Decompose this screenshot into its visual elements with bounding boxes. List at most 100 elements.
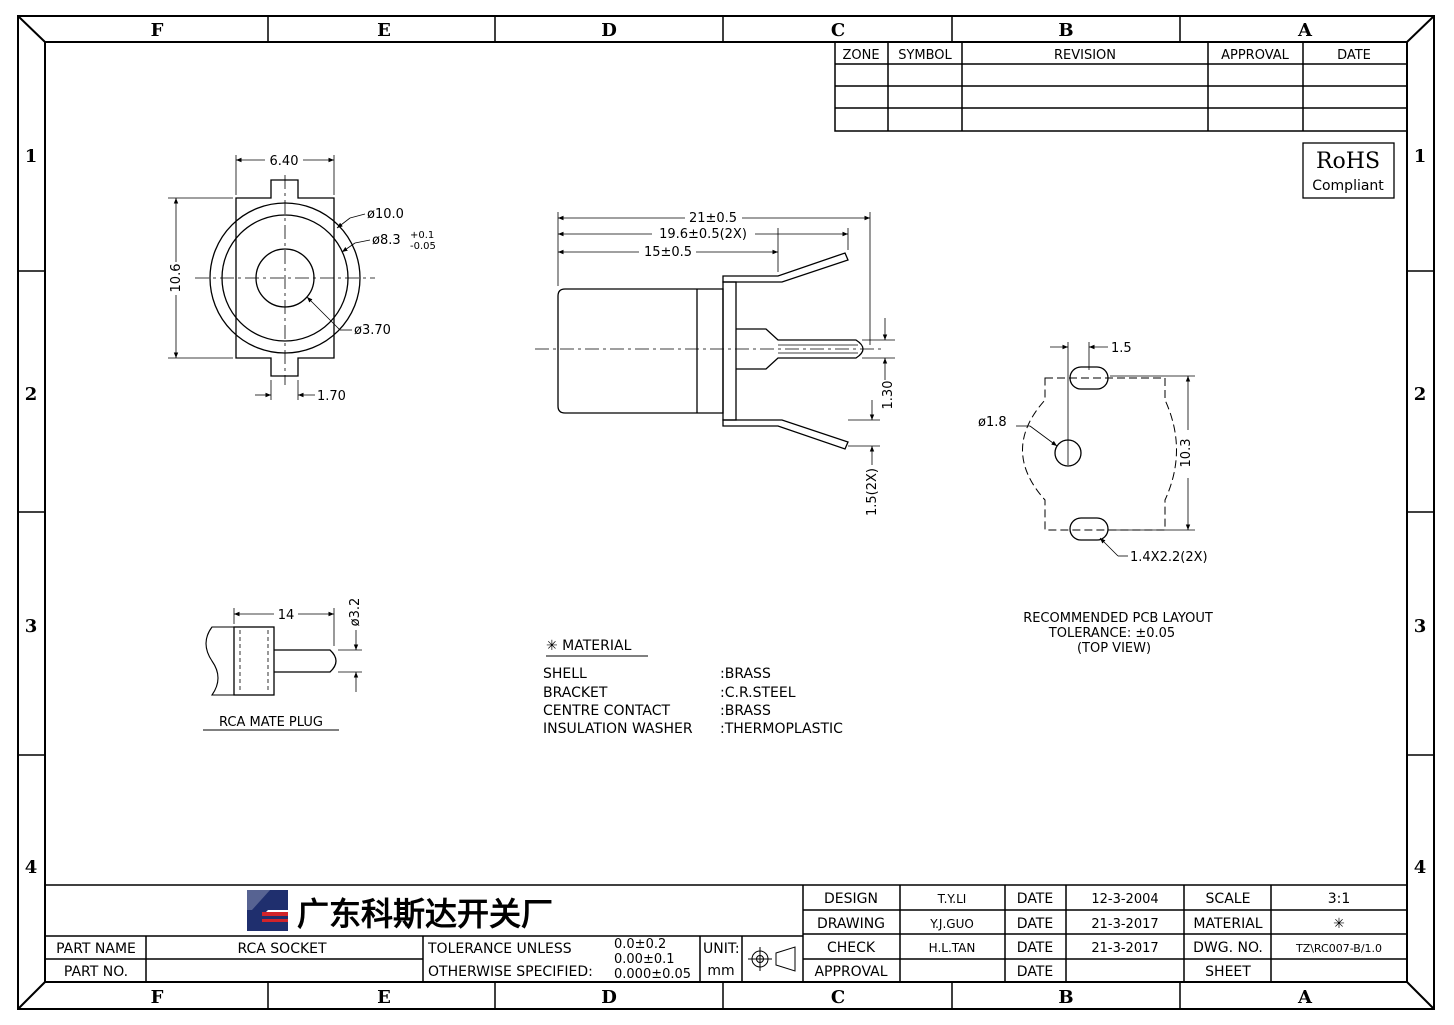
info-key: SHEET	[1205, 964, 1251, 980]
rev-header: DATE	[1337, 48, 1371, 63]
col-label-bottom: D	[601, 987, 617, 1008]
projection-symbol-icon	[748, 946, 796, 972]
info-key: MATERIAL	[1193, 916, 1262, 932]
pcb-layout	[1016, 342, 1195, 557]
row-label-right: 2	[1414, 384, 1427, 405]
part-no-label: PART NO.	[64, 964, 128, 980]
col-label-top: D	[601, 20, 617, 41]
tolerance-value: 0.00±0.1	[614, 952, 675, 967]
dim-pad-spacing: 1.5	[1111, 341, 1132, 356]
dim-slot: 1.4X2.2(2X)	[1130, 550, 1208, 565]
material-title: ✳ MATERIAL	[546, 638, 632, 654]
company-logo-icon	[247, 890, 288, 931]
date-value: 12-3-2004	[1091, 892, 1158, 907]
material-part: CENTRE CONTACT	[543, 703, 671, 719]
dim-pin-width: 1.70	[317, 389, 346, 404]
info-key: SCALE	[1206, 891, 1251, 907]
part-name: RCA SOCKET	[237, 941, 327, 957]
side-view-dims: 21±0.5 19.6±0.5(2X) 15±0.5 1.30 1.5(2X)	[644, 211, 896, 516]
row-label-right: 1	[1414, 146, 1427, 167]
role-name: Y.J.GUO	[929, 917, 974, 931]
dim-height: 10.6	[169, 264, 184, 293]
unit-label: UNIT:	[703, 941, 740, 957]
date-label: DATE	[1017, 940, 1053, 956]
role-label: DRAWING	[817, 916, 885, 932]
side-view	[535, 212, 895, 465]
pcb-caption-3: (TOP VIEW)	[1077, 641, 1151, 656]
date-label: DATE	[1017, 916, 1053, 932]
revision-table: ZONE SYMBOL REVISION APPROVAL DATE	[834, 41, 1408, 132]
col-label-bottom: F	[151, 987, 164, 1008]
date-label: DATE	[1017, 891, 1053, 907]
role-label: DESIGN	[824, 891, 878, 907]
title-block: 广东科斯达开关厂 PART NAME RCA SOCKET PART NO. T…	[45, 884, 1407, 982]
info-value: 3:1	[1328, 891, 1351, 907]
tolerance-label: TOLERANCE UNLESS	[427, 941, 572, 957]
dim-inner-tol-lower: -0.05	[410, 241, 436, 252]
pcb-dims: 1.5 ø1.8 10.3 1.4X2.2(2X) RECOMMENDED PC…	[978, 341, 1213, 656]
part-name-label: PART NAME	[56, 941, 136, 957]
material-part: SHELL	[543, 666, 587, 682]
material-value: :C.R.STEEL	[720, 685, 796, 701]
row-label-right: 3	[1414, 616, 1427, 637]
info-value: TZ\RC007-B/1.0	[1295, 942, 1382, 955]
col-label-top: B	[1058, 20, 1073, 41]
row-label-left: 1	[25, 146, 38, 167]
rev-header: REVISION	[1054, 48, 1116, 63]
dim-bracket: 19.6±0.5(2X)	[659, 227, 747, 242]
mate-plug-caption: RCA MATE PLUG	[219, 715, 323, 730]
role-label: CHECK	[827, 940, 876, 956]
row-label-left: 3	[25, 616, 38, 637]
col-label-top: E	[377, 20, 391, 41]
dim-bracket-thickness: 1.5(2X)	[865, 468, 880, 516]
dim-body: 15±0.5	[644, 245, 692, 260]
rohs-badge: RoHS Compliant	[1302, 142, 1395, 199]
tolerance-value: 0.0±0.2	[614, 937, 666, 952]
dim-pcb-height: 10.3	[1179, 439, 1194, 468]
dim-outer-dia: ø10.0	[367, 207, 404, 222]
material-part: BRACKET	[543, 685, 608, 701]
dim-inner-dia: ø8.3	[372, 233, 401, 248]
material-part: INSULATION WASHER	[543, 721, 693, 737]
dim-pin-thickness: 1.30	[881, 381, 896, 410]
col-label-bottom: C	[831, 987, 845, 1008]
tolerance-label: OTHERWISE SPECIFIED:	[428, 964, 593, 980]
mate-plug-dims: 14 ø3.2 RCA MATE PLUG	[219, 598, 363, 730]
col-label-bottom: A	[1297, 987, 1313, 1008]
rev-header: ZONE	[842, 48, 879, 63]
dim-plug-dia: ø3.2	[348, 598, 363, 627]
rev-header: SYMBOL	[898, 48, 952, 63]
row-label-left: 4	[25, 857, 38, 878]
rev-header: APPROVAL	[1221, 48, 1290, 63]
date-label: DATE	[1017, 964, 1053, 980]
front-view-dims: 6.40 10.6 ø10.0 ø8.3 +0.1 -0.05 ø3.70 1.…	[169, 154, 436, 404]
dim-hole-dia: ø1.8	[978, 415, 1007, 430]
company-name: 广东科斯达开关厂	[297, 895, 553, 933]
material-value: :THERMOPLASTIC	[720, 721, 843, 737]
rohs-title: RoHS	[1316, 149, 1380, 174]
pcb-caption-1: RECOMMENDED PCB LAYOUT	[1023, 611, 1213, 626]
material-value: :BRASS	[720, 703, 771, 719]
col-label-top: F	[151, 20, 164, 41]
info-value: ✳	[1333, 916, 1345, 932]
rohs-subtitle: Compliant	[1312, 178, 1384, 194]
dim-plug-length: 14	[278, 608, 295, 623]
pcb-caption-2: TOLERANCE: ±0.05	[1048, 626, 1175, 641]
unit-value: mm	[707, 963, 734, 979]
col-label-top: C	[831, 20, 845, 41]
material-list: ✳ MATERIAL SHELL :BRASS BRACKET :C.R.STE…	[543, 638, 843, 737]
date-value: 21-3-2017	[1091, 941, 1158, 956]
col-label-bottom: E	[377, 987, 391, 1008]
info-key: DWG. NO.	[1193, 940, 1263, 956]
mate-plug	[203, 608, 362, 731]
front-view	[168, 155, 375, 400]
tolerance-value: 0.000±0.05	[614, 967, 691, 982]
role-label: APPROVAL	[814, 964, 887, 980]
role-name: H.L.TAN	[929, 941, 976, 955]
dim-width: 6.40	[270, 154, 299, 169]
date-value: 21-3-2017	[1091, 917, 1158, 932]
col-label-top: A	[1297, 20, 1313, 41]
row-label-left: 2	[25, 384, 38, 405]
drawing-frame	[17, 15, 1435, 1010]
